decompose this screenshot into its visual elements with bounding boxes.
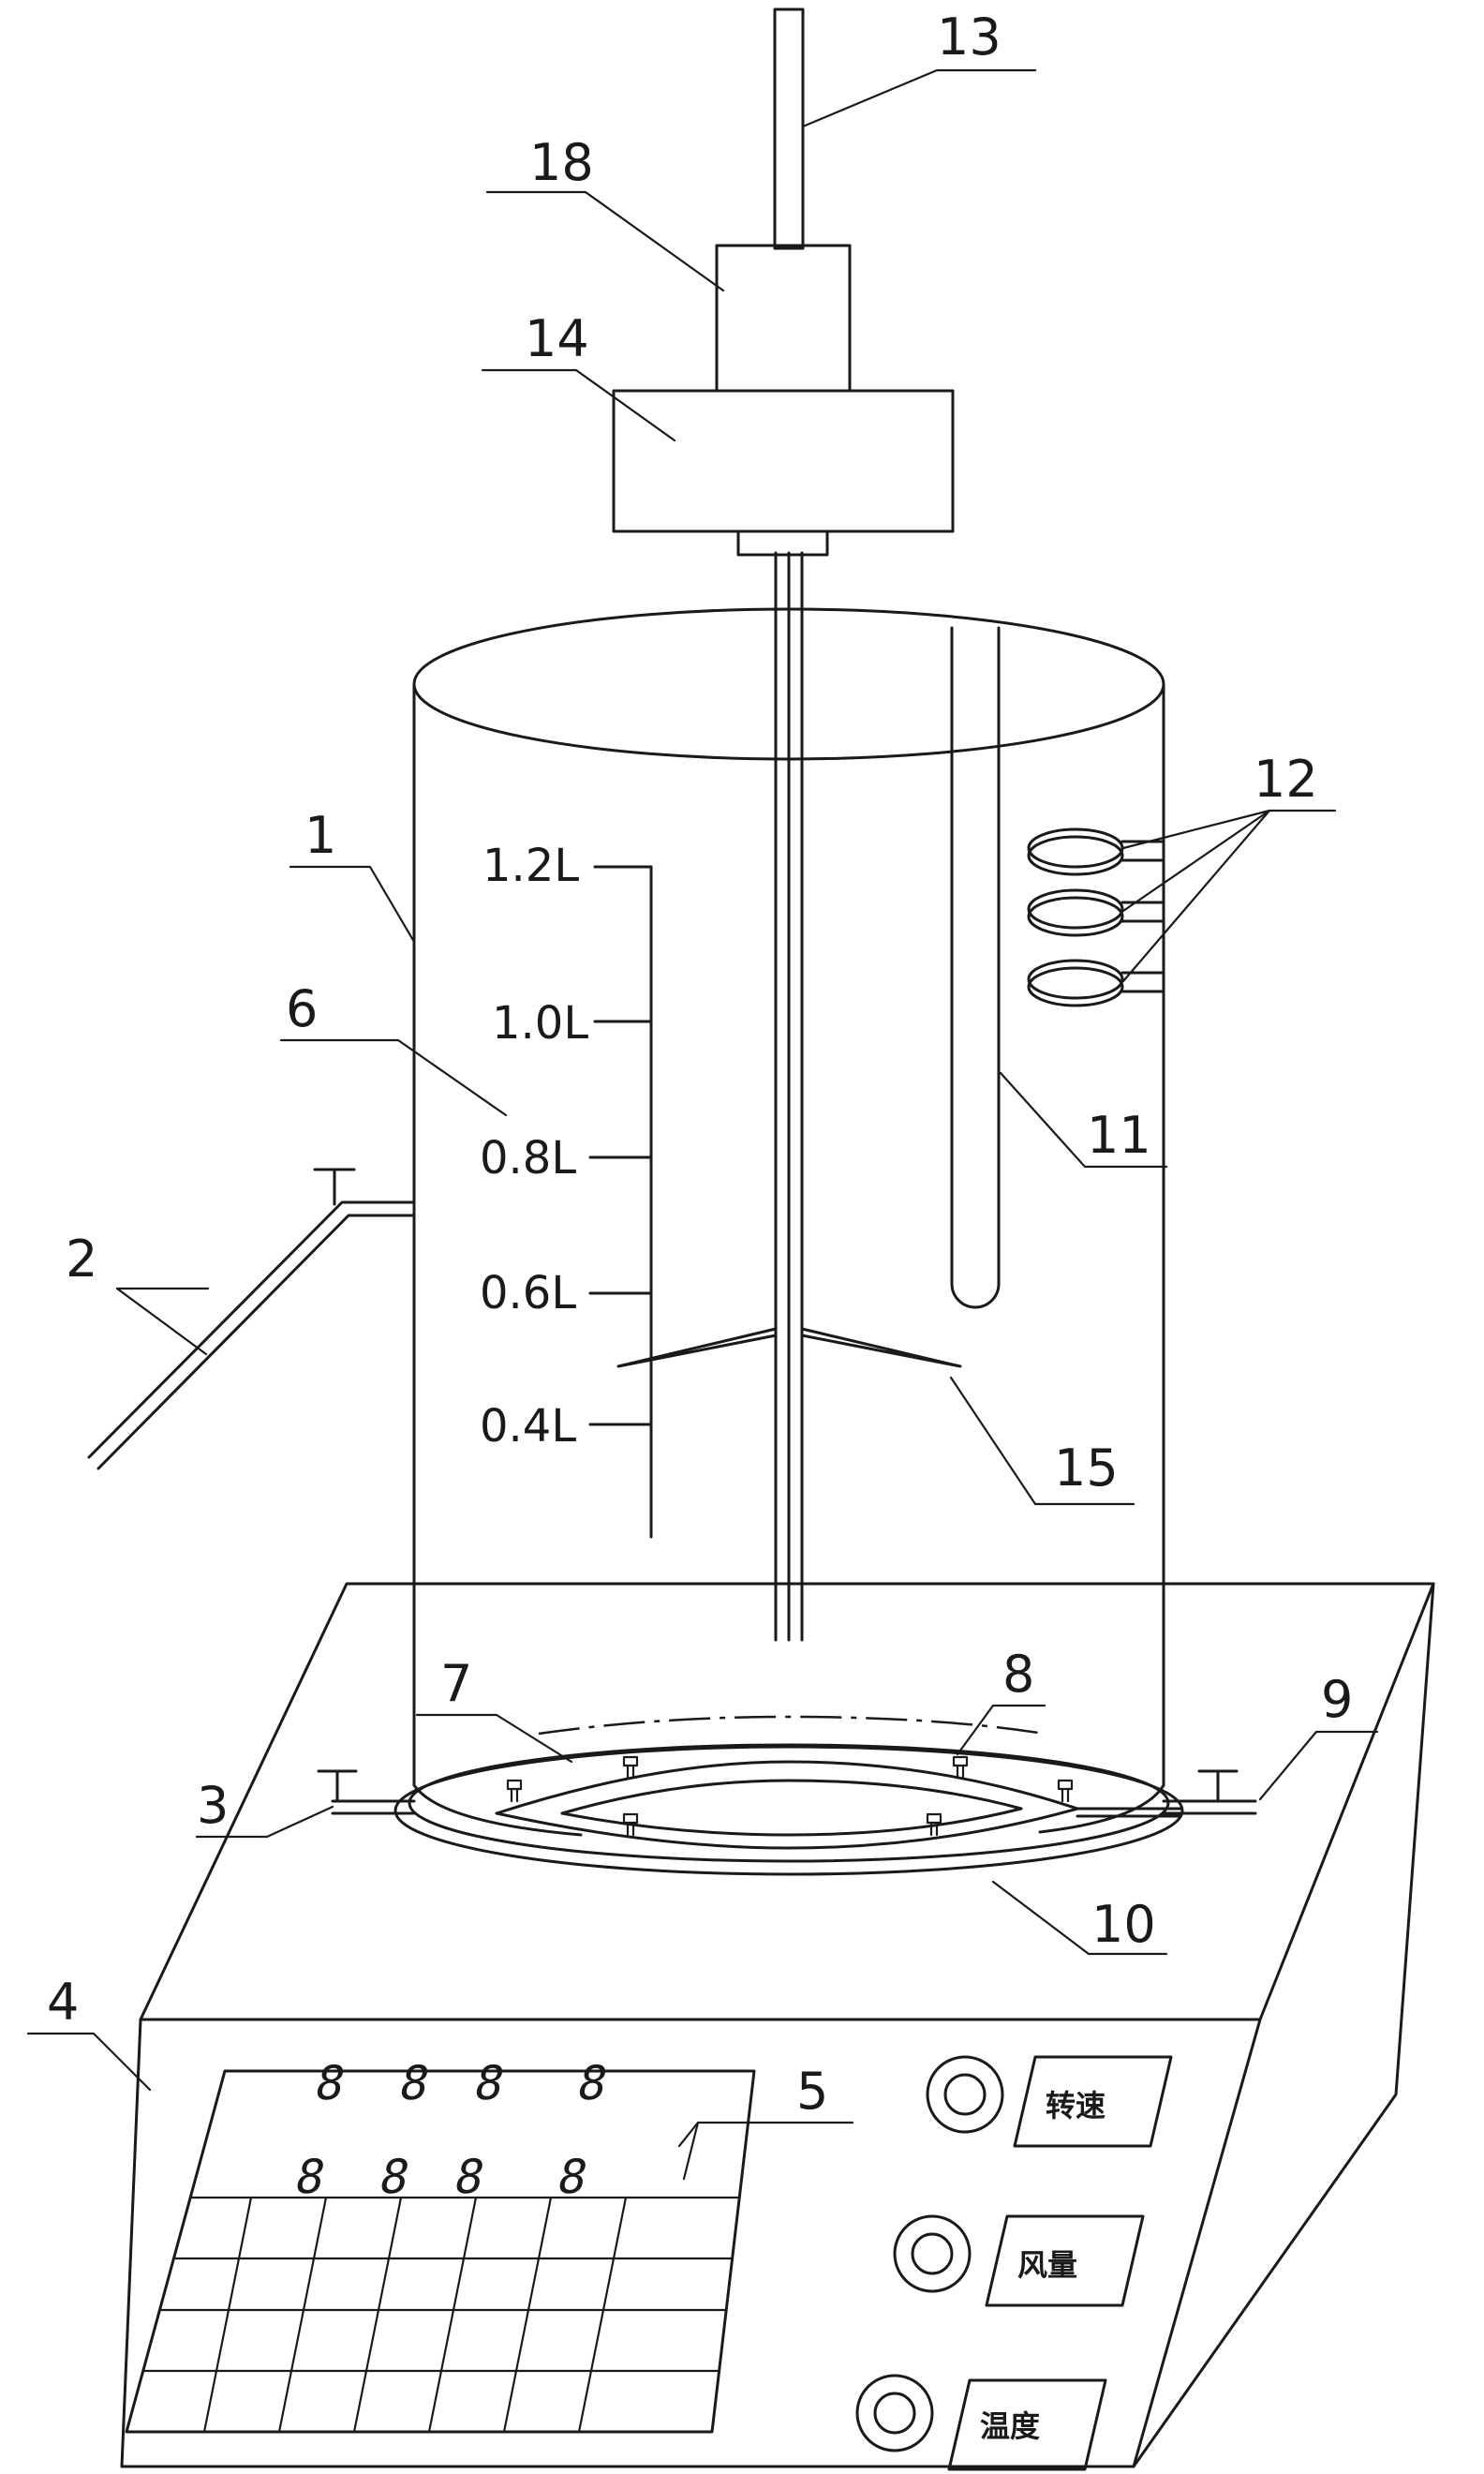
- part-label-12: 12: [1254, 750, 1318, 809]
- speed-label-plate: 转速: [1013, 2055, 1173, 2148]
- nozzle: [952, 1755, 969, 1780]
- outlet-pipe: [87, 1168, 416, 1470]
- part-label-13: 13: [937, 7, 1002, 67]
- digit: 8: [469, 2056, 510, 2110]
- temperature-label-plate: 温度: [947, 2378, 1107, 2471]
- thermometer-tube: [950, 626, 1001, 1309]
- aeration-ring: [495, 1760, 1182, 1850]
- part-label-10: 10: [1091, 1895, 1156, 1954]
- digit: 8: [572, 2056, 613, 2110]
- part-label-8: 8: [1002, 1645, 1034, 1704]
- digit: 8: [375, 2150, 415, 2204]
- inlet-valve: [317, 1769, 416, 1815]
- part-label-11: 11: [1087, 1106, 1151, 1165]
- digit: 8: [310, 2056, 350, 2110]
- part-labels: 13 18 14 1 6 2 12 11 15 7 8 9 3 10 5 4: [47, 7, 1353, 2121]
- part-label-2: 2: [66, 1230, 97, 1289]
- display-panel: 8 8 8 8 8 8 8 8: [125, 2056, 756, 2434]
- part-label-15: 15: [1054, 1438, 1119, 1498]
- part-label-1: 1: [304, 806, 336, 865]
- part-label-3: 3: [197, 1776, 229, 1835]
- graduation-label: 0.8L: [480, 1132, 576, 1185]
- part-label-18: 18: [529, 133, 594, 192]
- graduation-label: 0.6L: [480, 1267, 576, 1319]
- temperature-label: 温度: [980, 2408, 1040, 2444]
- nozzles: [506, 1755, 1074, 1837]
- heating-plate: [393, 1743, 1184, 1876]
- air-volume-knob[interactable]: [893, 2214, 972, 2293]
- digit: 8: [553, 2150, 593, 2204]
- part-label-9: 9: [1321, 1670, 1353, 1729]
- nozzle: [622, 1755, 639, 1780]
- gas-inlet-valve: [1162, 1769, 1257, 1815]
- stirrer-rod: [773, 7, 805, 1642]
- part-label-5: 5: [796, 2062, 828, 2121]
- graduation-label: 0.4L: [480, 1400, 576, 1453]
- sensor-rings: [1027, 827, 1165, 1007]
- graduation-label: 1.2L: [482, 840, 579, 892]
- seven-segment-digits: 8 8 8 8 8 8 8 8: [290, 2056, 613, 2204]
- temperature-knob[interactable]: [855, 2374, 934, 2452]
- speed-label: 转速: [1046, 2088, 1106, 2124]
- part-label-7: 7: [440, 1654, 472, 1713]
- part-label-6: 6: [286, 979, 318, 1038]
- nozzle: [622, 1812, 639, 1837]
- keypad-grid: [141, 2196, 741, 2434]
- digit: 8: [450, 2150, 490, 2204]
- control-base: [120, 1582, 1435, 2468]
- impeller: [616, 1327, 962, 1368]
- graduated-scale: 1.2L 1.0L 0.8L 0.6L 0.4L: [480, 840, 653, 1539]
- graduation-label: 1.0L: [492, 997, 588, 1050]
- coupling: [715, 244, 852, 393]
- speed-knob[interactable]: [926, 2055, 1004, 2134]
- digit: 8: [290, 2150, 331, 2204]
- digit: 8: [394, 2056, 435, 2110]
- leader-lines: [26, 68, 1379, 2181]
- part-label-4: 4: [47, 1973, 79, 2032]
- nozzle: [506, 1779, 523, 1803]
- air-volume-label: 风量: [1017, 2247, 1077, 2283]
- nozzle: [1057, 1779, 1074, 1803]
- reaction-vessel: [412, 607, 1165, 1837]
- motor: [612, 389, 955, 557]
- part-label-14: 14: [525, 309, 589, 368]
- nozzle: [926, 1812, 942, 1837]
- air-volume-label-plate: 风量: [985, 2214, 1145, 2307]
